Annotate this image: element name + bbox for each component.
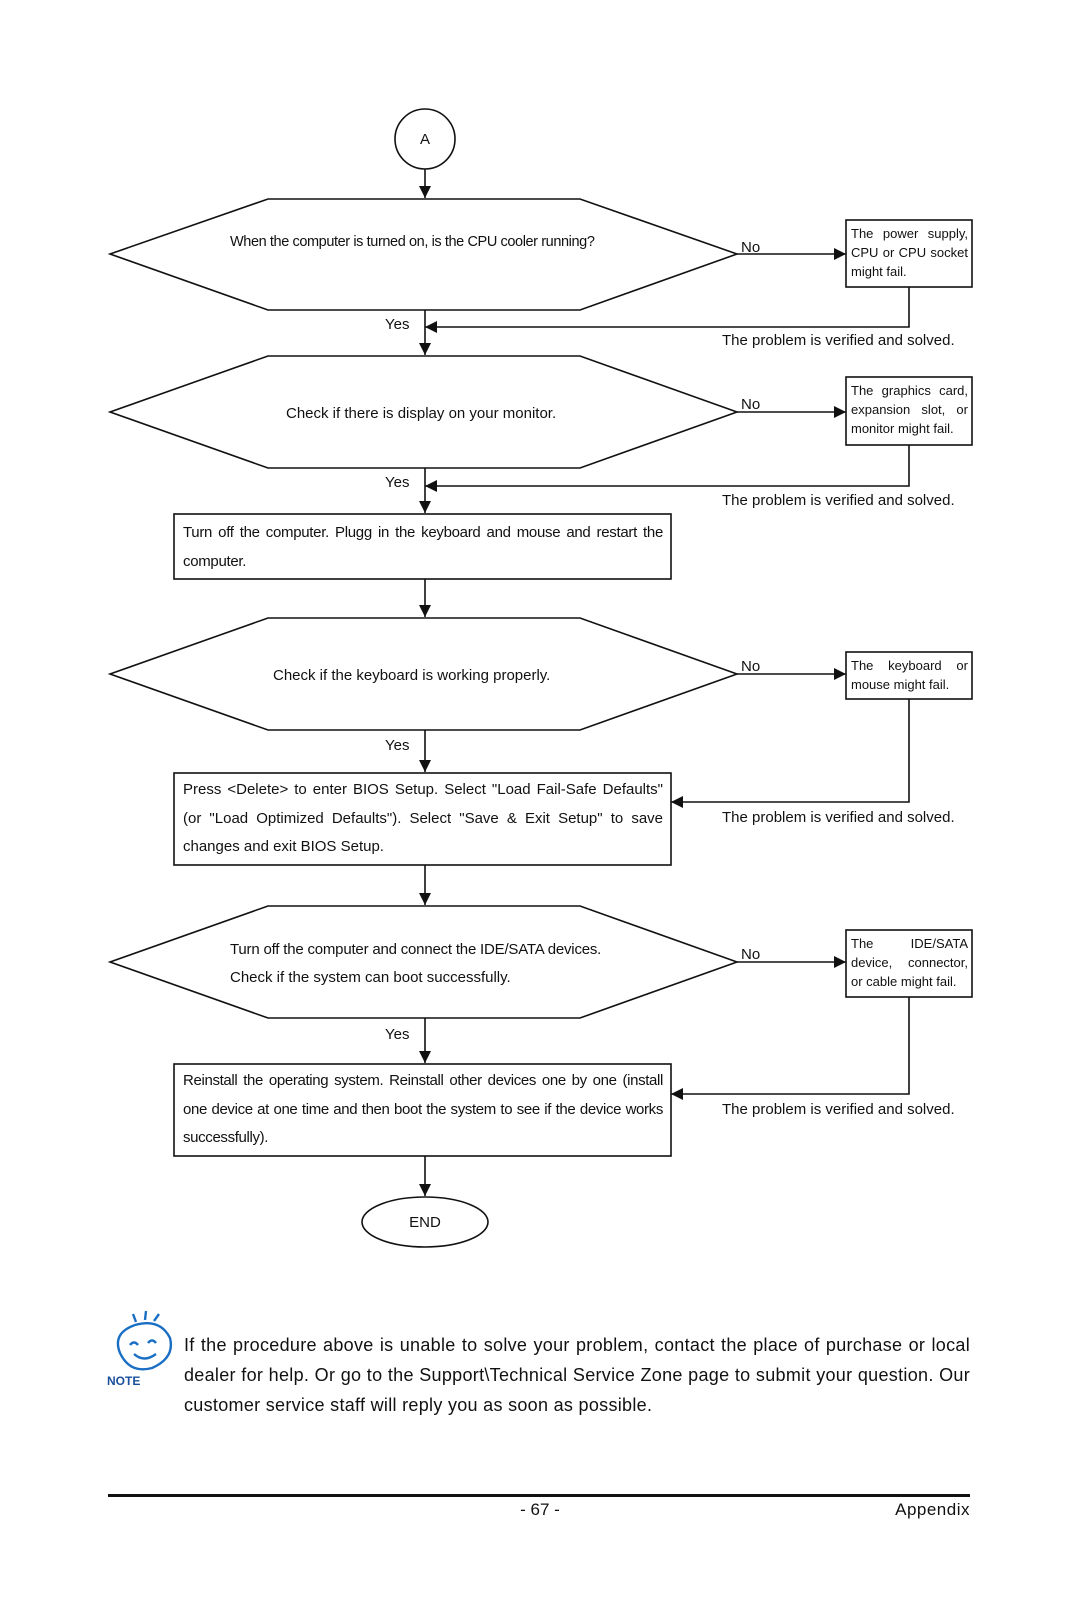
yes-label-4: Yes xyxy=(385,1026,410,1043)
process-box-2 xyxy=(173,772,672,866)
yes-label-3: Yes xyxy=(385,737,410,754)
start-connector-label: A xyxy=(419,131,430,148)
yes-label-1: Yes xyxy=(385,316,410,333)
page-number: - 67 - xyxy=(520,1500,560,1519)
process-box-2-text: Press <Delete> to enter BIOS Setup. Sele… xyxy=(183,781,663,855)
end-terminator-shape xyxy=(361,1196,489,1248)
solved-label-2: The problem is verified and solved. xyxy=(722,492,955,509)
solved-label-3: The problem is verified and solved. xyxy=(722,809,955,826)
decision-1-text: When the computer is turned on, is the C… xyxy=(230,234,595,250)
decision-4-text-line1: Turn off the computer and connect the ID… xyxy=(230,941,602,958)
note-icon-label: NOTE xyxy=(107,1374,140,1388)
no-label-1: No xyxy=(741,239,761,256)
note-smiley-icon xyxy=(116,1310,173,1371)
process-box-1-text: Turn off the computer. Plugg in the keyb… xyxy=(183,524,663,570)
process-box-3 xyxy=(173,1063,672,1157)
failure-box-4-text: The IDE/SATA device, connector, or cable… xyxy=(851,936,968,989)
failure-box-2-text: The graphics card, expansion slot, or mo… xyxy=(851,383,968,436)
decision-2-text: Check if there is display on your monito… xyxy=(286,405,557,422)
yes-label-2: Yes xyxy=(385,474,410,491)
failure-box-4 xyxy=(845,929,973,998)
end-terminator-label: END xyxy=(409,1214,441,1231)
no-label-4: No xyxy=(741,946,761,963)
no-label-3: No xyxy=(741,658,761,675)
decision-4-shape xyxy=(107,905,740,1019)
failure-box-1 xyxy=(845,219,973,288)
no-label-2: No xyxy=(741,396,761,413)
failure-box-3 xyxy=(845,651,973,700)
decision-4-text-line2: Check if the system can boot successfull… xyxy=(230,969,511,986)
solved-label-4: The problem is verified and solved. xyxy=(722,1101,955,1118)
note-text: If the procedure above is unable to solv… xyxy=(184,1335,970,1415)
process-box-3-text: Reinstall the operating system. Reinstal… xyxy=(183,1072,663,1146)
decision-3-text: Check if the keyboard is working properl… xyxy=(273,667,551,684)
failure-box-3-text: The keyboard or mouse might fail. xyxy=(851,658,968,692)
failure-box-1-text: The power supply, CPU or CPU socket migh… xyxy=(851,226,968,279)
process-box-1 xyxy=(173,513,672,580)
footer-divider xyxy=(108,1494,970,1497)
decision-1-shape xyxy=(107,198,740,311)
solved-label-1: The problem is verified and solved. xyxy=(722,332,955,349)
footer-section-title: Appendix xyxy=(895,1500,970,1519)
